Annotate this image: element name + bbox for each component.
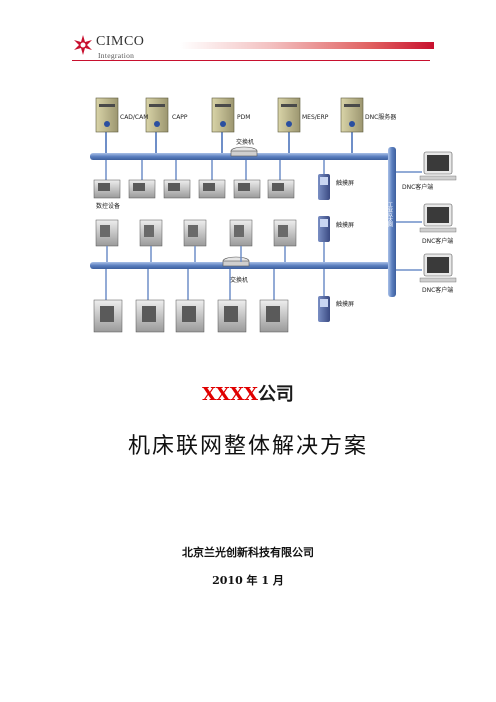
document-date: 2010 年 1 月: [212, 574, 284, 587]
organization-name: 北京兰光创新科技有限公司: [182, 546, 314, 559]
logo-subtitle: Integration: [98, 51, 135, 60]
ethernet-backbone: [388, 147, 396, 297]
touch-screen-2: [318, 216, 330, 242]
document-title: 机床联网整体解决方案: [127, 434, 368, 459]
header-rule: [72, 60, 430, 61]
logo-text: CIMCO: [96, 34, 145, 49]
dnc-client-3: [419, 253, 457, 283]
switch-bottom-label: 交换机: [230, 276, 248, 284]
server-dnc: [340, 97, 364, 133]
company-name: XXXX公司: [0, 380, 496, 406]
server-label-capp: CAPP: [172, 114, 188, 121]
server-cadcam: [95, 97, 119, 133]
touch-label-3: 触摸屏: [336, 300, 354, 308]
dnc-client-label-2: DNC客户端: [422, 237, 453, 245]
cimco-logo: CIMCO Integration: [72, 30, 182, 62]
ethernet-label: 工业以太网: [387, 202, 393, 228]
server-pdm: [211, 97, 235, 133]
server-label-dnc: DNC服务器: [365, 113, 396, 121]
cnc-row-1: [93, 179, 295, 199]
cnc-row-2: [95, 219, 297, 247]
server-mes-erp: [277, 97, 301, 133]
touch-label-2: 触摸屏: [336, 221, 354, 229]
network-diagram: CAD/CAM CAPP PDM MES/ERP DNC服务器 工业以太网 交换…: [84, 92, 474, 362]
cnc-label: 数控设备: [96, 202, 120, 210]
dnc-client-1: [419, 151, 457, 181]
switch-top-label: 交换机: [236, 138, 254, 146]
server-capp: [145, 97, 169, 133]
cimco-logo-icon: [74, 35, 92, 55]
server-label-mes-erp: MES/ERP: [302, 114, 329, 121]
server-label-cadcam: CAD/CAM: [120, 114, 148, 121]
touch-label-1: 触摸屏: [336, 179, 354, 187]
dnc-client-2: [419, 203, 457, 233]
dnc-client-label-3: DNC客户端: [422, 286, 453, 294]
dnc-client-label-1: DNC客户端: [402, 183, 433, 191]
header-gradient-bar: [180, 42, 434, 49]
server-label-pdm: PDM: [237, 114, 250, 121]
touch-screen-3: [318, 296, 330, 322]
switch-top: [230, 146, 258, 157]
touch-screen-1: [318, 174, 330, 200]
company-prefix: XXXX: [202, 384, 258, 405]
cnc-row-3: [93, 299, 289, 333]
company-suffix: 公司: [257, 384, 294, 405]
switch-bottom: [222, 256, 250, 267]
top-bus: [90, 153, 390, 160]
